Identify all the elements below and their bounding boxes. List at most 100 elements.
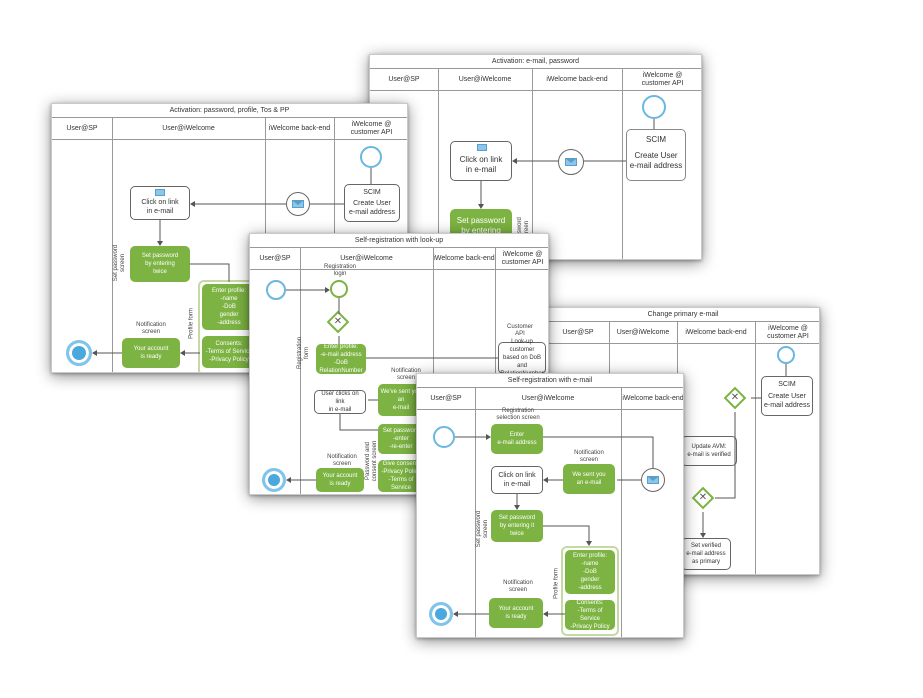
lane-divider	[438, 69, 439, 259]
message-event	[641, 468, 665, 492]
set-password-box: Set password by entering twice	[130, 246, 190, 282]
user-clicks-link-box: User clicks on link in e-mail	[314, 390, 366, 414]
end-event	[429, 602, 453, 626]
notification-screen-label: Notification screen	[574, 450, 604, 463]
profile-form-label: Profile form	[188, 308, 195, 339]
lane-divider	[112, 118, 113, 372]
click-link-box: Click on link in e-mail	[450, 141, 512, 181]
gateway-exclusive: ✕	[691, 486, 715, 510]
message-event	[558, 149, 584, 175]
lane-header-backend: iWelcome back-end	[532, 69, 622, 91]
lane-divider	[300, 248, 301, 494]
lane-divider	[475, 388, 476, 637]
account-ready-box: Your account is ready	[489, 598, 543, 628]
envelope-icon	[477, 144, 487, 151]
start-event	[360, 146, 382, 168]
diagram-title: Self-registration with e-mail	[417, 374, 683, 388]
enter-profile-box: Enter profile: -name -DoB gender -addres…	[202, 284, 256, 330]
account-ready-box: Your account is ready	[122, 338, 180, 368]
lane-header-customer-api: iWelcome @ customer API	[622, 69, 701, 91]
lane-header-user-sp: User@SP	[250, 248, 300, 270]
registration-login-label: Registration login	[323, 264, 356, 277]
start-event	[642, 95, 666, 119]
lane-header-user-iwelcome: User@iWelcome	[609, 322, 677, 344]
intermediate-event	[330, 280, 348, 298]
create-user-label: Create User e-mail address	[764, 393, 810, 409]
lane-header-customer-api: iWelcome @ customer API	[495, 248, 548, 270]
diagram-activation-email-password: Activation: e-mail, password User@SP Use…	[369, 54, 702, 260]
lane-header-customer-api: iWelcome @ customer API	[334, 118, 407, 140]
create-user-box: SCIM Create User e-mail address	[626, 129, 686, 181]
notification-screen-label: Notification screen	[391, 368, 421, 381]
diagram-title: Self-registration with look-up	[250, 234, 548, 248]
lane-header-backend: iWelcome back-end	[677, 322, 755, 344]
click-link-box: Click on link in e-mail	[491, 466, 543, 494]
click-link-label: Click on link in e-mail	[459, 155, 503, 174]
create-user-label: Create User e-mail address	[629, 151, 683, 170]
enter-email-box: Enter e-mail address	[491, 424, 543, 454]
registration-form-label: Registration form	[297, 337, 310, 370]
lane-header-user-iwelcome: User@iWelcome	[112, 118, 265, 140]
account-ready-box: Your account is ready	[316, 468, 364, 492]
scim-label: SCIM	[778, 381, 796, 388]
lane-divider	[495, 248, 496, 494]
lane-divider	[532, 69, 533, 259]
scim-label: SCIM	[646, 135, 666, 144]
lane-divider	[622, 69, 623, 259]
start-event	[433, 426, 455, 448]
lane-header-customer-api: iWelcome @ customer API	[755, 322, 819, 344]
diagram-self-registration-email: Self-registration with e-mail User@SP Us…	[416, 373, 684, 638]
lane-divider	[621, 388, 622, 637]
lane-header-user-iwelcome: User@iWelcome	[438, 69, 532, 91]
enter-profile-box: Enter profile: -name -DoB gender -addres…	[565, 550, 615, 594]
set-password-screen-label: Set password screen	[113, 244, 126, 282]
scim-label: SCIM	[363, 189, 381, 196]
lane-divider	[755, 322, 756, 574]
click-link-box: Click on link in e-mail	[130, 186, 190, 220]
envelope-icon	[292, 200, 304, 208]
click-link-label: Click on link in e-mail	[141, 199, 179, 215]
lane-header-backend: iWelcome back-end	[433, 248, 495, 270]
lane-header-backend: iWelcome back-end	[621, 388, 683, 410]
start-event	[266, 280, 286, 300]
envelope-icon	[565, 158, 577, 166]
notification-screen-label: Notification screen	[503, 580, 533, 593]
lookup-box: Look-up customer based on DoB and Relati…	[498, 339, 546, 377]
notification-screen-label: Notification screen	[327, 454, 357, 467]
profile-form-label: Profile form	[553, 568, 560, 599]
lane-header-user-sp: User@SP	[417, 388, 475, 410]
diagram-title: Activation: e-mail, password	[370, 55, 701, 69]
lane-header-user-sp: User@SP	[52, 118, 112, 140]
lane-header-user-iwelcome: User@iWelcome	[300, 248, 433, 270]
create-user-box: SCIM Create User e-mail address	[761, 376, 813, 416]
gateway-exclusive: ✕	[723, 386, 747, 410]
create-user-box: SCIM Create User e-mail address	[344, 184, 400, 222]
diagram-title: Change primary e-mail	[547, 308, 819, 322]
customer-api-label: Customer API	[506, 324, 533, 337]
lane-header-user-sp: User@SP	[547, 322, 609, 344]
consents-box: Consents: -Terms of Service -Privacy Pol…	[202, 336, 256, 368]
password-consent-label: Password and consent screen	[365, 440, 378, 482]
update-avm-box: Update AVM: e-mail is verified	[681, 436, 737, 466]
we-sent-email-box: We sent you an e-mail	[563, 464, 615, 494]
envelope-icon	[155, 189, 165, 196]
set-verified-box: Set verified e-mail address as primary	[681, 538, 731, 570]
lane-header-backend: iWelcome back-end	[265, 118, 334, 140]
notification-screen-label: Notification screen	[136, 322, 166, 335]
create-user-label: Create User e-mail address	[349, 200, 395, 216]
message-event	[286, 192, 310, 216]
enter-profile-box: Enter profile: -e-mail address -DoB Rela…	[316, 344, 366, 374]
set-password-screen-label: Set password screen	[476, 510, 489, 548]
lane-header-user-sp: User@SP	[370, 69, 438, 91]
diagram-title: Activation: password, profile, Tos & PP	[52, 104, 407, 118]
envelope-icon	[647, 476, 659, 484]
gateway-exclusive: ✕	[326, 310, 350, 334]
set-password-box: Set password by entering it twice	[491, 510, 543, 542]
end-event	[262, 468, 286, 492]
start-event	[777, 346, 795, 364]
end-event	[66, 340, 92, 366]
consents-box: Consents: -Terms of Service -Privacy Pol…	[565, 600, 615, 630]
lane-header-user-iwelcome: User@iWelcome	[475, 388, 621, 410]
registration-selection-label: Registration selection screen	[496, 408, 540, 421]
lane-divider	[433, 248, 434, 494]
